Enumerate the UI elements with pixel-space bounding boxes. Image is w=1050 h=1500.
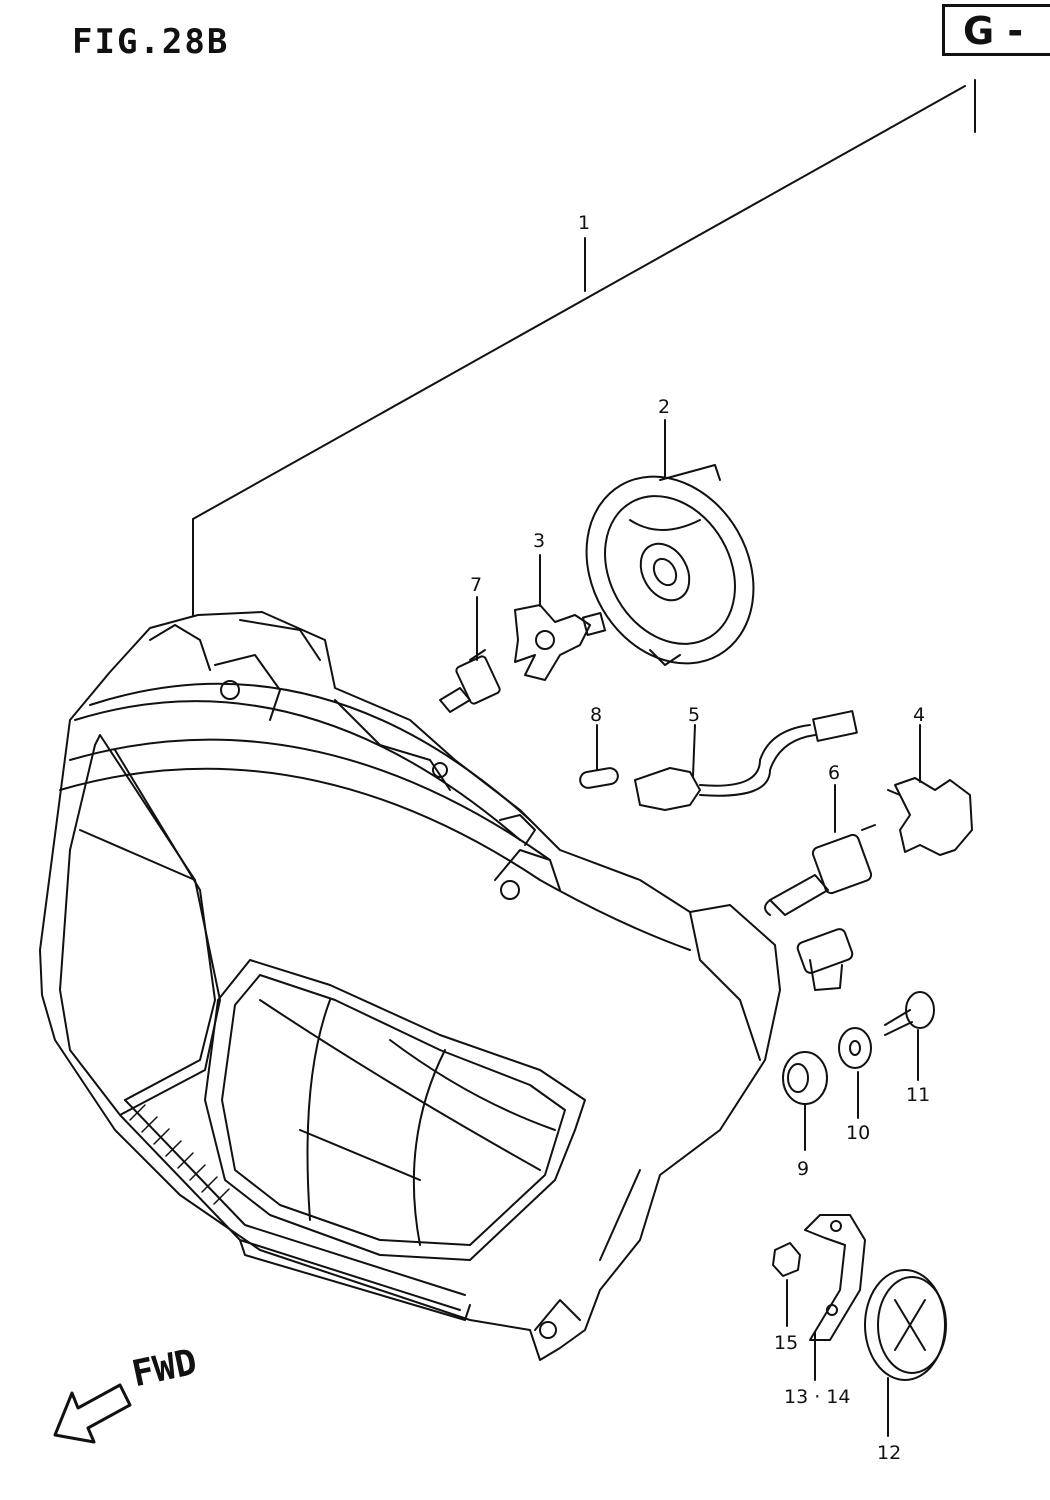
leader-lines [192, 79, 976, 1437]
bulb-part-8 [579, 767, 619, 789]
forward-arrow-icon [53, 1383, 132, 1444]
callout-13-14: 13 · 14 [784, 1386, 851, 1408]
callout-1: 1 [578, 212, 591, 234]
callout-11: 11 [906, 1084, 931, 1106]
callout-15: 15 [774, 1332, 799, 1354]
screw-part-11 [884, 991, 935, 1036]
grommet-part-9 [782, 1051, 828, 1105]
nut-part-15 [772, 1242, 801, 1277]
socket-harness [634, 710, 858, 811]
callout-9: 9 [797, 1158, 810, 1180]
callout-2: 2 [658, 396, 671, 418]
bulb-part-6 [764, 824, 876, 916]
bracket-part-13-14 [804, 1214, 866, 1341]
section-code: G - [963, 9, 1024, 53]
callout-6: 6 [828, 762, 841, 784]
socket-part-4 [887, 777, 973, 856]
callout-3: 3 [533, 530, 546, 552]
connector [796, 928, 854, 991]
callout-8: 8 [590, 704, 603, 726]
washer-part-10 [838, 1027, 872, 1069]
callout-12: 12 [877, 1442, 902, 1464]
headlight-housing [39, 611, 781, 1361]
lens-hatching [129, 1104, 230, 1205]
callout-5: 5 [688, 704, 701, 726]
cap-part-12 [864, 1269, 947, 1381]
callout-7: 7 [470, 574, 483, 596]
bulb-part-7 [439, 649, 501, 713]
socket-holder [514, 604, 607, 681]
section-badge: G - [942, 4, 1050, 56]
callout-4: 4 [913, 704, 926, 726]
callout-10: 10 [846, 1122, 871, 1144]
figure-label: FIG.28B [72, 22, 230, 62]
bulb-cover [585, 464, 755, 666]
